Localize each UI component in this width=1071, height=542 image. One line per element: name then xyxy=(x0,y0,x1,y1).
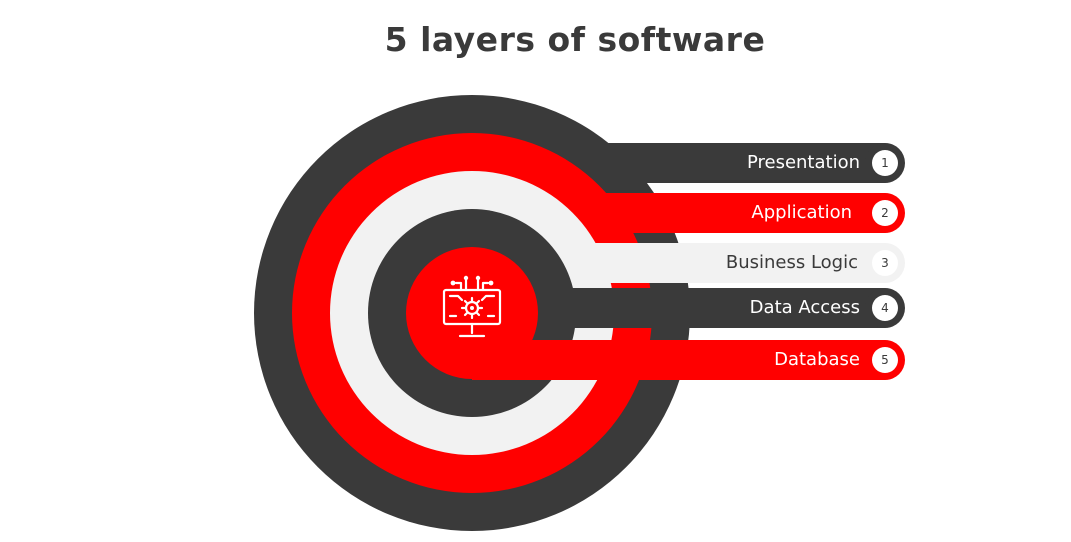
layer-3-label: Business Logic xyxy=(725,252,858,273)
layer-5-label: Database xyxy=(774,349,860,370)
layer-2-number-badge: 2 xyxy=(872,200,898,226)
computer-circuit-gear-icon xyxy=(442,275,502,338)
layer-5-number-badge: 5 xyxy=(872,347,898,373)
layer-1-number-badge: 1 xyxy=(872,150,898,176)
diagram-title: 5 layers of software xyxy=(384,20,766,59)
layer-3-number-badge: 3 xyxy=(872,250,898,276)
layer-1-label: Presentation xyxy=(746,152,860,173)
layer-2-label: Application xyxy=(751,202,852,223)
layer-4-label: Data Access xyxy=(749,297,860,318)
layer-4-number-badge: 4 xyxy=(872,295,898,321)
